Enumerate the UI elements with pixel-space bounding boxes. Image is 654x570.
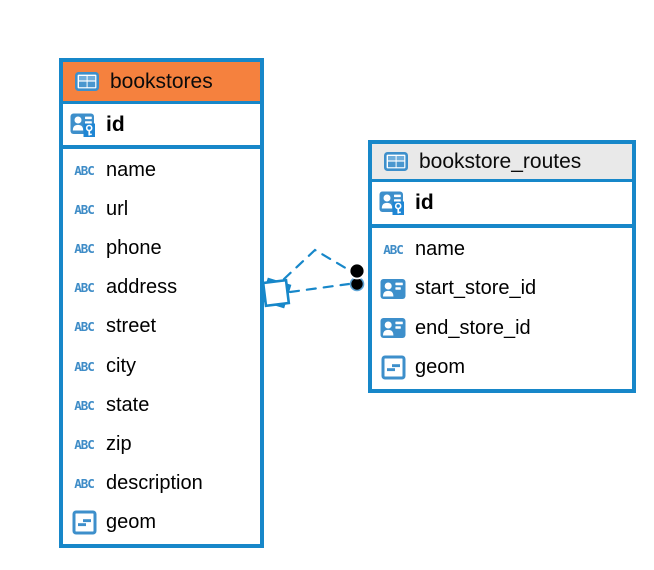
column-row-pk[interactable]: id [372, 182, 632, 228]
relationship-diamond-marker [260, 277, 292, 309]
text-type-icon: ABC [74, 202, 95, 218]
column-name: phone [106, 237, 162, 260]
column-row[interactable]: end_store_id [372, 309, 632, 348]
text-type-icon: ABC [74, 436, 95, 452]
column-name: url [106, 198, 129, 221]
column-row[interactable]: ABC state [63, 386, 260, 425]
column-name: state [106, 393, 150, 416]
column-name: id [106, 112, 125, 136]
column-row[interactable]: ABC city [63, 346, 260, 385]
column-row[interactable]: start_store_id [372, 269, 632, 308]
id-reference-icon [377, 317, 409, 339]
column-row[interactable]: geom [63, 503, 260, 542]
table-bookstores[interactable]: bookstores id ABC name ABC url [59, 58, 264, 548]
column-row[interactable]: ABC name [63, 151, 260, 190]
column-name: id [415, 191, 434, 214]
column-name: geom [106, 510, 157, 533]
text-type-icon: ABC [383, 242, 404, 258]
object-type-icon [68, 510, 100, 535]
text-type-icon: ABC [74, 358, 95, 374]
relationship-dot-markers [348, 262, 366, 292]
id-reference-icon [377, 278, 409, 300]
text-type-icon: ABC [74, 280, 95, 296]
column-name: street [106, 315, 157, 338]
column-name: city [106, 354, 136, 377]
column-name: name [106, 159, 157, 182]
table-header-bookstore-routes[interactable]: bookstore_routes [372, 144, 632, 182]
primary-key-icon [377, 190, 409, 216]
text-type-icon: ABC [74, 241, 95, 257]
table-title: bookstore_routes [419, 149, 582, 173]
column-row[interactable]: ABC address [63, 268, 260, 307]
column-row[interactable]: geom [372, 348, 632, 387]
column-row[interactable]: ABC description [63, 464, 260, 503]
column-name: name [415, 238, 466, 261]
text-type-icon: ABC [74, 475, 95, 491]
table-title: bookstores [110, 69, 213, 93]
text-type-icon: ABC [74, 163, 95, 179]
column-list: ABC name ABC url ABC phone ABC address A… [63, 149, 260, 544]
column-list: ABC name start_store_id [372, 228, 632, 389]
table-bookstore-routes[interactable]: bookstore_routes id ABC name [368, 140, 636, 393]
column-row[interactable]: ABC name [372, 230, 632, 269]
column-name: start_store_id [415, 277, 537, 300]
table-icon [71, 71, 103, 92]
column-name: address [106, 276, 178, 299]
column-name: geom [415, 355, 466, 378]
relationship-line[interactable] [282, 248, 351, 294]
column-name: description [106, 471, 203, 494]
column-row[interactable]: ABC street [63, 307, 260, 346]
column-name: end_store_id [415, 316, 531, 339]
column-row[interactable]: ABC zip [63, 425, 260, 464]
primary-key-icon [68, 112, 100, 138]
column-row[interactable]: ABC url [63, 190, 260, 229]
column-name: zip [106, 432, 132, 455]
object-type-icon [377, 355, 409, 380]
table-icon [380, 151, 412, 172]
text-type-icon: ABC [74, 319, 95, 335]
column-row[interactable]: ABC phone [63, 229, 260, 268]
table-header-bookstores[interactable]: bookstores [63, 62, 260, 104]
column-row-pk[interactable]: id [63, 104, 260, 149]
text-type-icon: ABC [74, 397, 95, 413]
